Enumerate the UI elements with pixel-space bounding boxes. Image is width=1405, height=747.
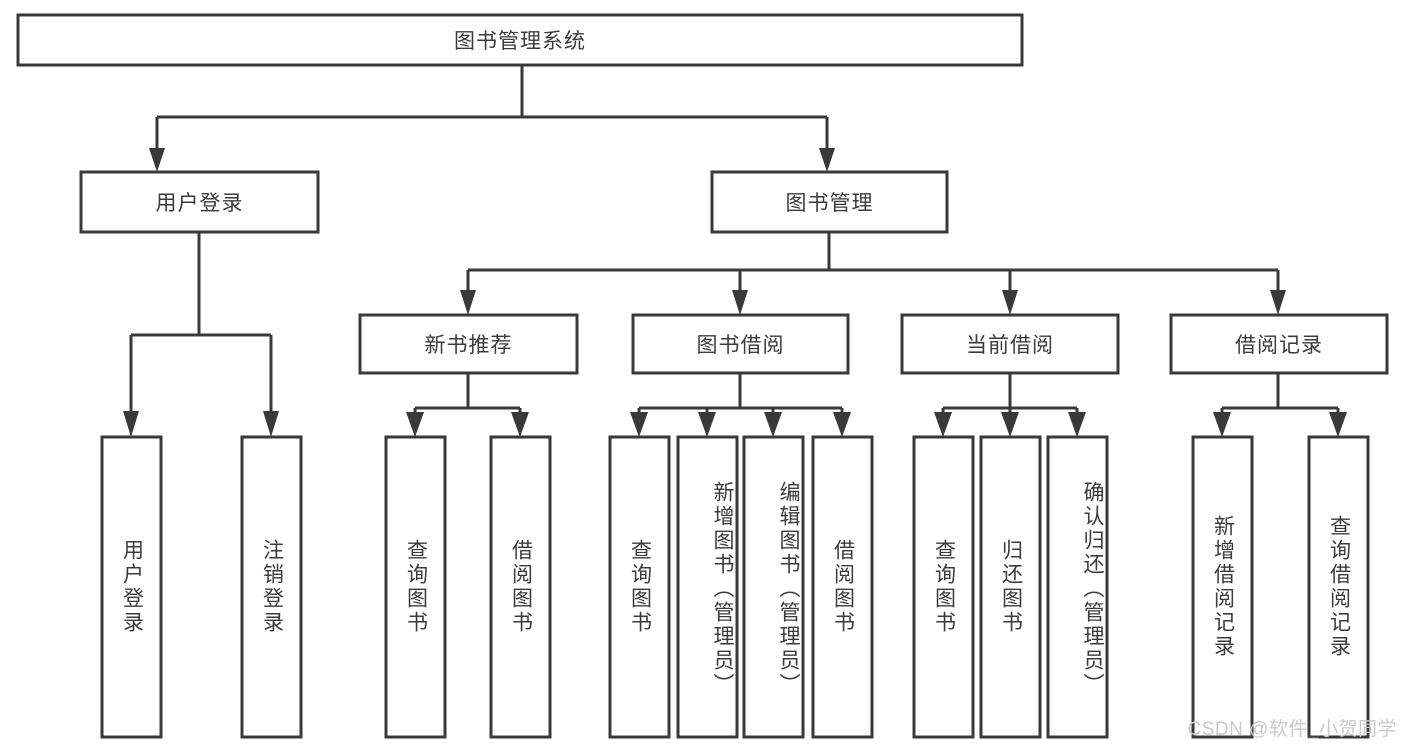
node-box-root[interactable]	[16, 13, 1024, 67]
node-box-leaf-borrow-query[interactable]	[608, 435, 671, 739]
node-box-current-borrow[interactable]	[900, 313, 1120, 375]
node-box-new-book[interactable]	[358, 313, 579, 375]
arrow-bookmanage-3	[1002, 290, 1018, 315]
arrow-bookmanage-4	[1270, 290, 1286, 315]
arrow-level2-left	[149, 148, 165, 172]
node-box-user-login[interactable]	[79, 170, 320, 234]
arrow-bookmanage-1	[460, 290, 476, 315]
arrow-currentborrow-2	[1001, 412, 1019, 437]
watermark-text: CSDN @软件_小贺同学	[1187, 719, 1397, 740]
arrow-borrowrecord-1	[1213, 412, 1231, 437]
arrow-bookborrow-1	[630, 412, 648, 437]
node-box-leaf-newbook-borrow[interactable]	[489, 435, 552, 739]
arrow-userlogin-1	[123, 411, 139, 437]
node-box-leaf-current-return[interactable]	[979, 435, 1042, 739]
arrow-userlogin-2	[263, 411, 279, 437]
arrow-newbook-1	[406, 412, 424, 437]
arrow-newbook-2	[511, 412, 529, 437]
arrow-currentborrow-3	[1068, 412, 1086, 437]
arrow-bookborrow-2	[698, 412, 716, 437]
node-box-book-manage[interactable]	[710, 170, 949, 234]
node-box-leaf-logout[interactable]	[240, 435, 303, 739]
node-box-leaf-newbook-query[interactable]	[384, 435, 447, 739]
node-box-leaf-borrow-add[interactable]	[676, 435, 739, 739]
node-box-leaf-record-query[interactable]	[1307, 435, 1370, 739]
arrow-level2-right	[819, 148, 835, 172]
node-box-book-borrow[interactable]	[631, 313, 850, 375]
node-box-leaf-current-confirm[interactable]	[1046, 435, 1109, 739]
arrow-bookborrow-3	[764, 412, 782, 437]
node-box-leaf-record-add[interactable]	[1191, 435, 1254, 739]
node-box-leaf-borrow-lend[interactable]	[811, 435, 874, 739]
node-box-borrow-record[interactable]	[1169, 313, 1389, 375]
arrow-currentborrow-1	[934, 412, 952, 437]
arrow-bookborrow-4	[833, 412, 851, 437]
node-box-leaf-user-login[interactable]	[100, 435, 163, 739]
node-box-leaf-current-query[interactable]	[912, 435, 975, 739]
arrow-borrowrecord-2	[1329, 412, 1347, 437]
arrow-bookmanage-2	[732, 290, 748, 315]
node-box-leaf-borrow-edit[interactable]	[742, 435, 805, 739]
